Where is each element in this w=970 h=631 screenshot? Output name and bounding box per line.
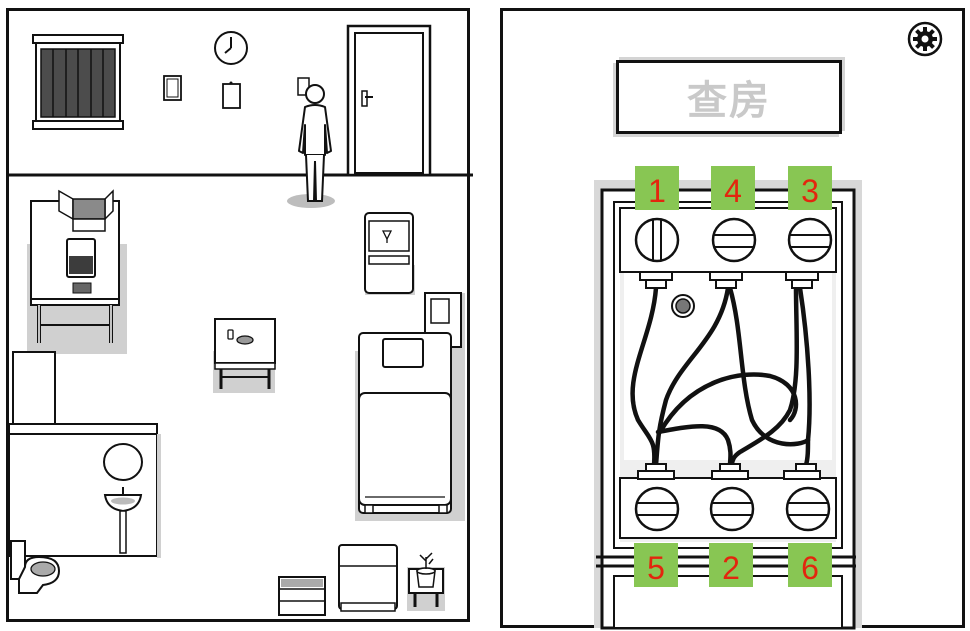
bathroom-mirror[interactable] xyxy=(103,443,143,481)
drawer-cabinet[interactable] xyxy=(278,576,326,616)
calendar[interactable] xyxy=(222,81,241,109)
room-number-plate: 查房 xyxy=(616,60,842,134)
cardboard-box[interactable] xyxy=(58,189,114,232)
toilet[interactable] xyxy=(10,540,61,594)
gear-icon xyxy=(907,21,943,57)
bathroom-wall xyxy=(9,423,161,558)
picture-frame[interactable] xyxy=(163,75,182,101)
terminal-label-top-3: 3 xyxy=(788,166,832,210)
dresser[interactable] xyxy=(338,544,398,612)
player-character[interactable] xyxy=(287,84,335,208)
plant-stand[interactable] xyxy=(407,552,445,611)
terminal-label-top-1: 1 xyxy=(635,166,679,210)
sink[interactable] xyxy=(103,487,143,554)
settings-button[interactable] xyxy=(907,21,943,57)
puzzle-title: 查房 xyxy=(687,78,771,124)
nightstand[interactable] xyxy=(364,212,415,295)
room-view xyxy=(6,8,473,622)
terminal-label-bottom-3: 6 xyxy=(788,543,832,587)
window[interactable] xyxy=(32,34,124,130)
wall-clock[interactable] xyxy=(214,31,248,65)
terminal-label-bottom-2: 2 xyxy=(709,543,753,587)
room-scene xyxy=(9,24,473,616)
small-table[interactable] xyxy=(213,318,276,393)
terminal-label-top-2: 4 xyxy=(711,166,755,210)
door[interactable] xyxy=(346,24,432,177)
wardrobe[interactable] xyxy=(12,351,56,425)
terminal-label-bottom-1: 5 xyxy=(634,543,678,587)
bed[interactable] xyxy=(355,332,465,521)
microwave[interactable] xyxy=(66,238,96,294)
